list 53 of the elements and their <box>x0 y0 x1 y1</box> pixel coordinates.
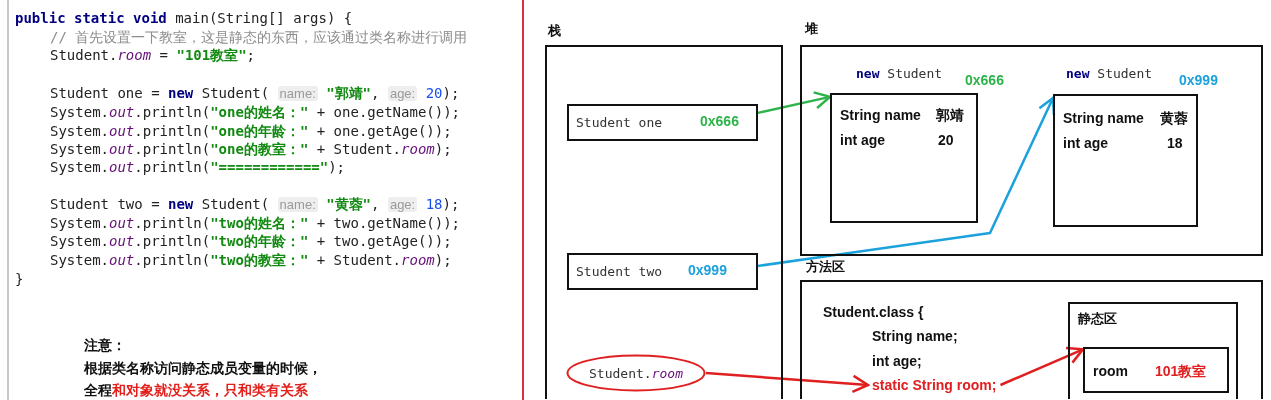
variable-name: Student one <box>576 115 663 131</box>
code-line: public static void main(String[] args) { <box>15 9 353 27</box>
variable-reference: Student.room <box>589 365 683 381</box>
field-declaration: int age; <box>872 353 922 369</box>
code-line: Student one = new Student( name: "郭靖", age: 20); <box>50 84 460 103</box>
note-heading: 注意： <box>84 336 126 354</box>
field-value: 郭靖 <box>936 107 964 123</box>
static-field-text: static String room; <box>868 377 1001 393</box>
highlight-ellipse <box>566 354 706 392</box>
code-line: System.out.println("one的姓名：" + one.getName()); <box>50 103 461 121</box>
field-name: String name <box>840 107 921 123</box>
note-text: 和对象就没关系，只和类有关系 <box>112 381 308 399</box>
arrow <box>757 91 832 115</box>
arrow <box>999 346 1085 387</box>
code-line: System.out.println("============"); <box>50 158 346 176</box>
region-heading: 栈 <box>548 23 561 39</box>
note-text: 根据类名称访问静态成员变量的时候， <box>84 359 322 377</box>
code-line: System.out.println("one的年龄：" + one.getAge()); <box>50 122 452 140</box>
address-label: 0x666 <box>965 72 1004 88</box>
area-heading: 静态区 <box>1078 311 1117 327</box>
arrow <box>705 371 870 394</box>
class-label: new Student <box>1066 66 1153 82</box>
field-value: 101教室 <box>1155 363 1207 379</box>
variable-box <box>567 104 758 141</box>
field-name: int age <box>1063 135 1109 151</box>
code-line: System.out.println("two的年龄：" + two.getAge()); <box>50 232 452 250</box>
address-value: 0x666 <box>700 113 739 129</box>
code-line: System.out.println("two的教室：" + Student.room); <box>50 251 452 269</box>
variable-box <box>567 253 758 290</box>
arrow <box>757 96 1056 268</box>
field-value: 18 <box>1167 135 1183 151</box>
region-heading: 堆 <box>805 21 818 37</box>
field-name: int age <box>840 132 886 148</box>
field-name: String name <box>1063 110 1144 126</box>
address-value: 0x999 <box>688 262 727 278</box>
field-name: room <box>1093 363 1128 379</box>
static-field-box <box>1083 347 1229 393</box>
field-declaration: String name; <box>872 328 958 344</box>
note-text: 全程 <box>84 381 112 399</box>
code-line: } <box>15 270 24 288</box>
class-declaration: Student.class { <box>823 304 924 320</box>
address-label: 0x999 <box>1179 72 1218 88</box>
field-value: 黄蓉 <box>1160 110 1188 126</box>
code-comment: // 首先设置一下教室，这是静态的东西，应该通过类名称进行调用 <box>50 28 468 46</box>
variable-name: Student two <box>576 264 663 280</box>
code-line: System.out.println("two的姓名：" + two.getName()); <box>50 214 461 232</box>
field-value: 20 <box>938 132 954 148</box>
code-line: System.out.println("one的教室：" + Student.room); <box>50 140 452 158</box>
code-line: Student.room = "101教室"; <box>50 46 256 64</box>
static-area-box <box>1068 302 1238 399</box>
class-label: new Student <box>856 66 943 82</box>
region-heading: 方法区 <box>806 259 845 275</box>
code-line: Student two = new Student( name: "黄蓉", age: 18); <box>50 195 460 214</box>
